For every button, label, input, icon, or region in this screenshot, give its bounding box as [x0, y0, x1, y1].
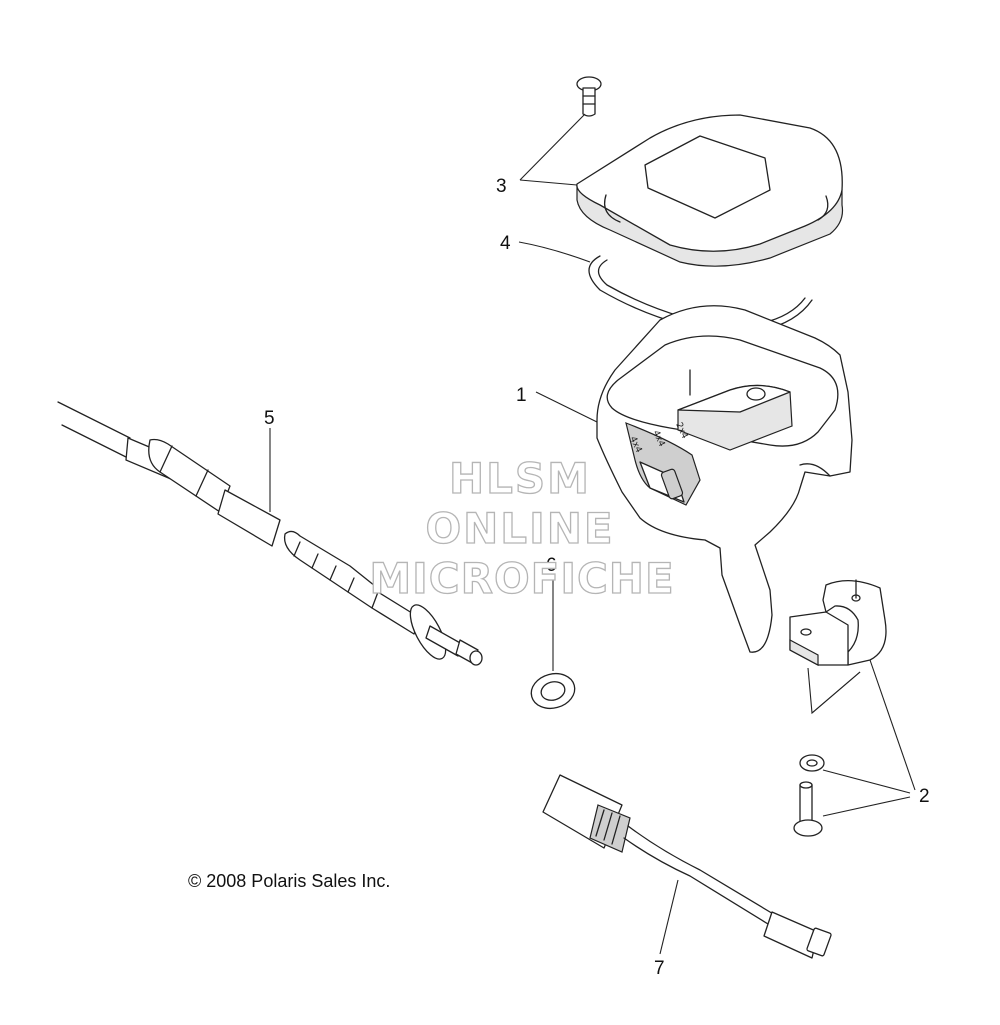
- part-2-screw: [793, 781, 823, 837]
- part-6-oring: [530, 672, 576, 710]
- part-7-harness: [542, 774, 832, 959]
- callout-2: 2: [919, 786, 930, 807]
- watermark-line-3: MICROFICHE: [369, 554, 674, 603]
- callout-6: 6: [546, 555, 557, 576]
- part-2-clamp: [789, 579, 887, 667]
- callout-7: 7: [654, 958, 665, 979]
- part-2-washer: [799, 754, 825, 772]
- part-5-cable: [57, 401, 483, 666]
- callout-1: 1: [516, 385, 527, 406]
- copyright-text: © 2008 Polaris Sales Inc.: [188, 871, 390, 891]
- callout-3: 3: [496, 176, 507, 197]
- watermark-line-1: HLSM: [449, 454, 591, 503]
- part-1-housing: 4x4 4x4 2x4: [596, 305, 853, 653]
- watermark: HLSM ONLINE MICROFICHE: [369, 453, 675, 603]
- leader-lines: [269, 113, 916, 955]
- callout-5: 5: [264, 408, 275, 429]
- part-3-screw: [576, 76, 602, 117]
- part-3-cover: [576, 114, 844, 267]
- callout-4: 4: [500, 233, 511, 254]
- watermark-line-2: ONLINE: [425, 504, 614, 553]
